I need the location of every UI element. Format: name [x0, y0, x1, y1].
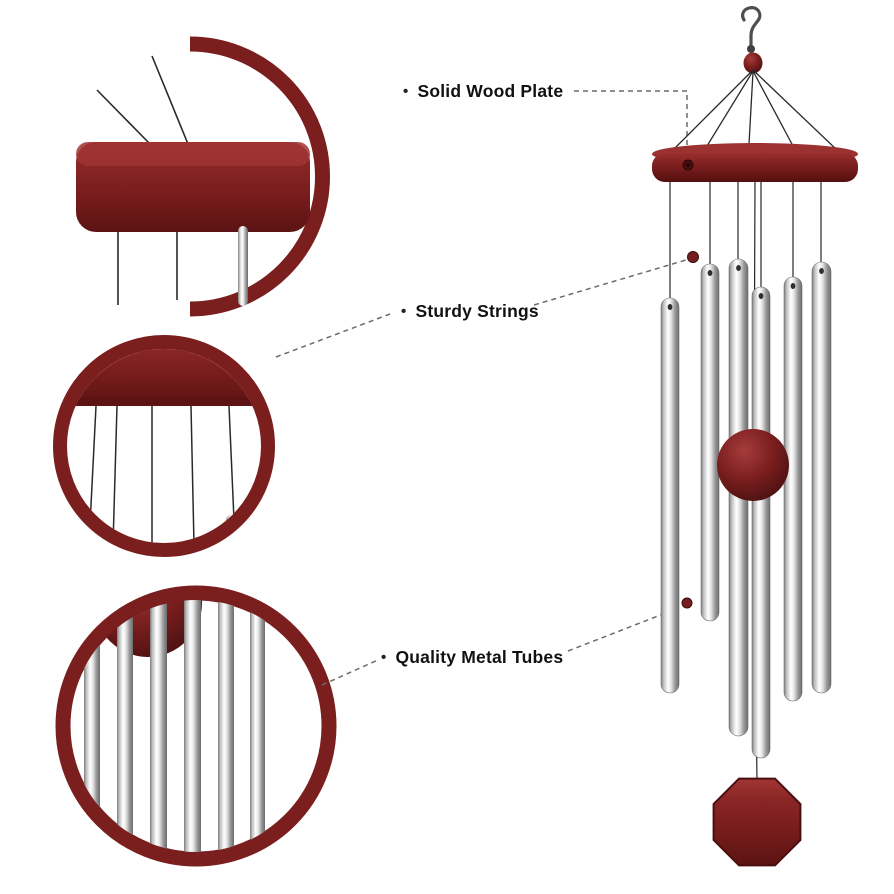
label-text-quality-metal-tubes: Quality Metal Tubes	[395, 647, 564, 667]
string-zoom	[112, 405, 118, 543]
callout-ring-arc	[189, 36, 330, 317]
hanger-hook-icon	[741, 6, 762, 48]
tube-holes	[667, 265, 824, 310]
eye-screw-center	[686, 163, 690, 167]
metal-tube-zoom	[150, 600, 167, 852]
leader-strings-right	[533, 259, 687, 306]
bullet-icon: •	[403, 83, 409, 100]
label-text-solid-wood-plate: Solid Wood Plate	[417, 81, 564, 101]
metal-tube	[811, 261, 832, 694]
bullet-icon: •	[401, 303, 407, 320]
string-zoom	[96, 89, 151, 145]
wind-chime	[652, 6, 858, 867]
leader-wood-plate	[574, 90, 688, 146]
leader-strings-left	[275, 313, 391, 358]
metal-tube	[751, 286, 771, 759]
metal-tube	[660, 297, 680, 694]
hook-knob	[747, 45, 755, 53]
metal-tube-zoom	[84, 600, 100, 852]
top-bead	[743, 52, 763, 74]
wood-plate	[652, 143, 858, 182]
label-quality-metal-tubes: • Quality Metal Tubes	[381, 647, 563, 668]
metal-tube-zoom	[117, 600, 133, 852]
metal-tube-zoom	[218, 600, 234, 852]
callout-tubes	[55, 585, 337, 867]
suspension-strings	[672, 69, 838, 151]
label-sturdy-strings: • Sturdy Strings	[401, 301, 539, 322]
callout-wood-plate	[76, 36, 330, 317]
leader-lines	[275, 90, 688, 686]
label-solid-wood-plate: • Solid Wood Plate	[403, 81, 563, 102]
label-text-sturdy-strings: Sturdy Strings	[415, 301, 539, 321]
striker-ball	[717, 429, 789, 501]
string-zoom	[190, 405, 195, 543]
metal-tube-zoom	[238, 226, 248, 306]
wind-catcher-octagon	[712, 777, 802, 867]
metal-tubes	[660, 258, 832, 759]
metal-tube	[700, 263, 720, 622]
string-bead-marker	[681, 597, 693, 609]
metal-tube	[783, 276, 803, 702]
callout-ring	[55, 585, 337, 867]
metal-tube-zoom	[184, 600, 201, 852]
string-zoom	[228, 405, 235, 521]
wood-plate-front	[652, 153, 858, 182]
wood-plate-underside	[67, 398, 261, 406]
bullet-icon: •	[381, 649, 387, 666]
callout-ring	[53, 335, 275, 557]
string-bead-marker	[687, 251, 699, 263]
string-zoom	[151, 55, 189, 145]
leader-tubes-left	[321, 659, 379, 686]
wood-plate-zoom-top	[76, 142, 310, 166]
callout-strings	[53, 335, 275, 557]
leader-tubes-right	[567, 608, 677, 652]
metal-tube-zoom	[250, 600, 265, 852]
